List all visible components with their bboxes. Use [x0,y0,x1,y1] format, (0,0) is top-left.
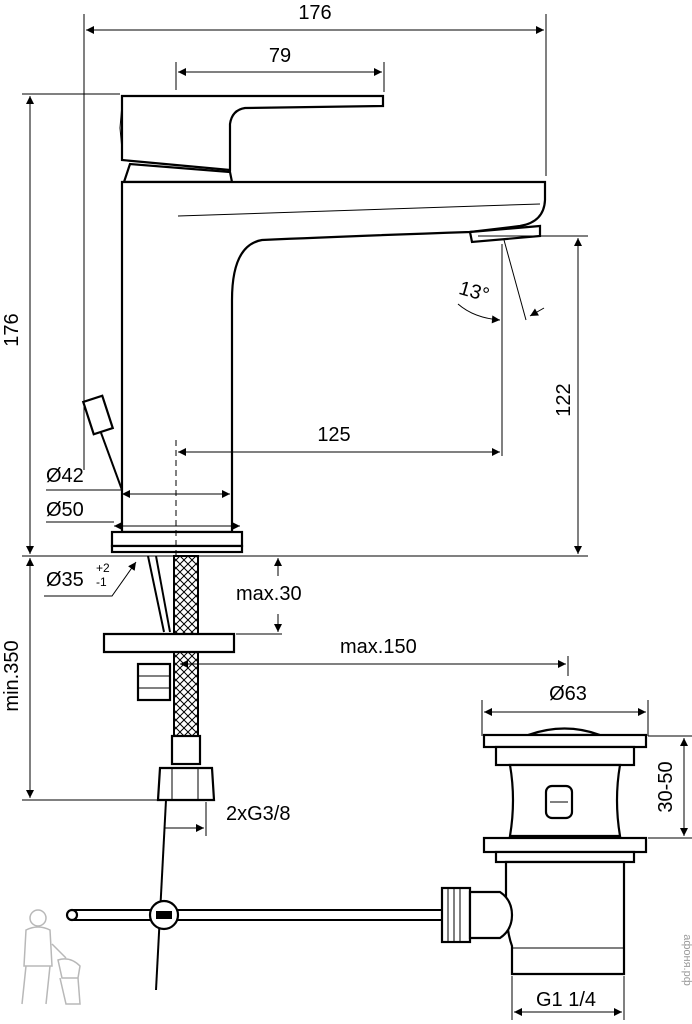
watermark-text: aфоня.рф [681,934,692,986]
dimension-lines [22,14,692,1020]
pop-up-waste [440,727,648,976]
fixing-nut [136,662,172,702]
dim-hole-tol-plus: +2 [96,561,110,575]
faucet-body [120,180,547,534]
dim-hole-dia: Ø35 [46,569,84,591]
dim-connection: 2xG3/8 [226,803,290,825]
dim-base-inner: Ø42 [46,465,84,487]
hose-nut [156,766,216,802]
dim-overall-height: 176 [1,313,23,346]
faucet-outline [81,94,547,554]
waste-flange [482,836,648,854]
dim-base-outer: Ø50 [46,499,84,521]
dim-spout-height: 122 [553,383,575,416]
dim-max-thickness: max.30 [236,583,302,605]
base-flange [110,530,244,548]
dim-min-hose: min.350 [1,640,23,711]
dim-spout-reach: 125 [317,424,350,446]
dim-lever-length: 79 [269,45,291,67]
dim-max-rod: max.150 [340,636,417,658]
waste-tail [504,860,626,976]
dim-spout-angle: 13° [456,277,491,306]
dim-waste-range: 30-50 [655,761,677,812]
dim-hole-tol-minus: -1 [96,575,107,589]
dim-overall-width: 176 [298,2,331,24]
dim-waste-thread: G1 1/4 [536,989,596,1011]
dim-waste-cap: Ø63 [549,683,587,705]
drain-rod-knob [81,394,115,436]
clamp-plate [102,632,236,654]
lever-handle [120,94,385,172]
plumber-mascot-icon [21,909,81,1005]
side-connector [440,886,472,944]
waste-cap [482,733,648,749]
